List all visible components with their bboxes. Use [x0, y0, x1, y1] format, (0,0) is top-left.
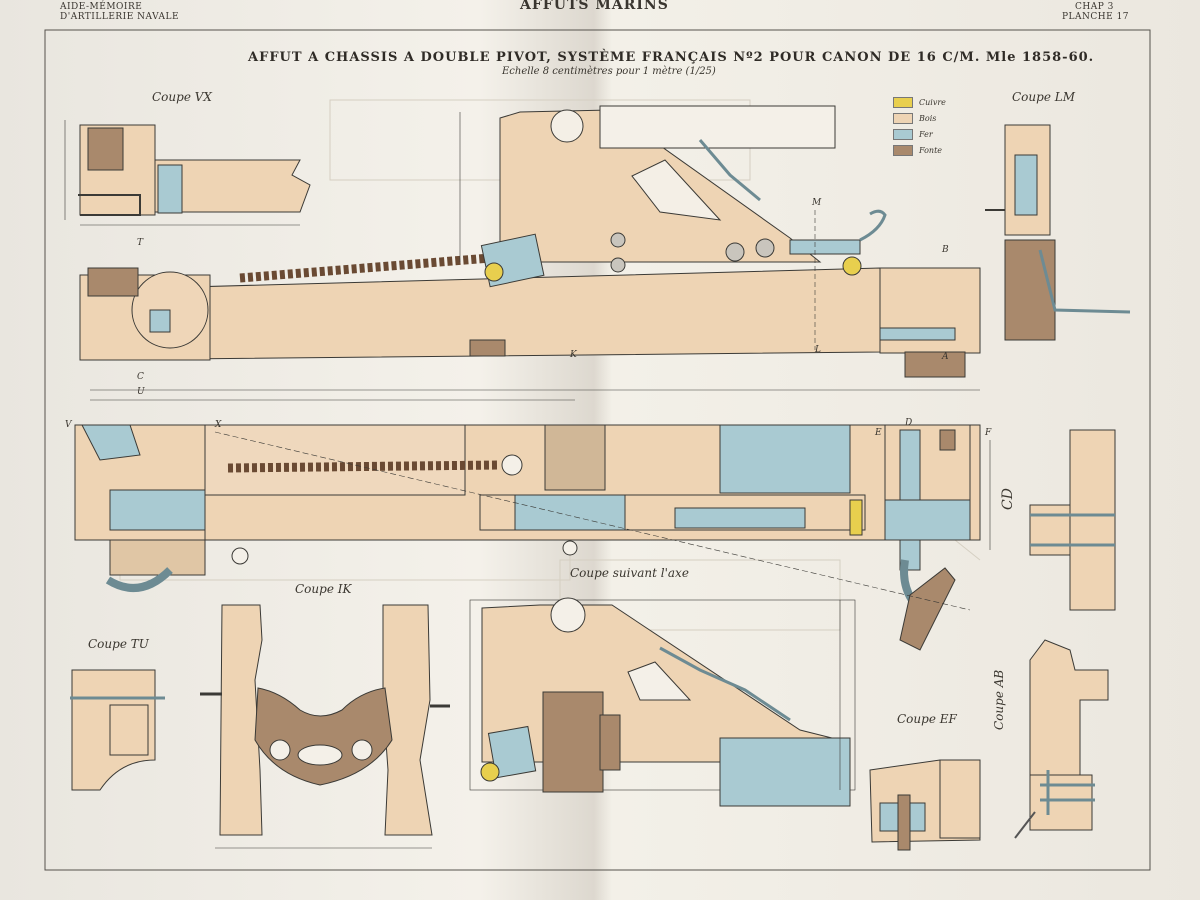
chapter-label: CHAP 3: [1075, 2, 1114, 12]
section-heading: AFFUTS MARINS: [520, 0, 669, 13]
label-coupe-ik: Coupe IK: [295, 582, 352, 596]
book-title-line2: D'ARTILLERIE NAVALE: [60, 12, 180, 22]
section-letter-u: U: [137, 387, 145, 397]
label-coupe-ab: Coupe AB: [992, 669, 1006, 730]
legend-label-fonte: Fonte: [919, 146, 943, 155]
book-title-line1: AIDE-MÉMOIRE: [60, 2, 143, 12]
coupe-ab-view: [1014, 639, 1109, 839]
coupe-vx-view: [64, 120, 311, 226]
plate-number: PLANCHE 17: [1062, 12, 1130, 22]
coupe-axe-view: [469, 597, 856, 807]
coupe-cd-view: [1029, 429, 1116, 611]
section-letter-c: C: [137, 372, 144, 382]
scale-note: Echelle 8 centimètres pour 1 mètre (1/25…: [502, 66, 716, 77]
section-letter-f: F: [985, 428, 992, 438]
label-coupe-cd: CD: [1000, 488, 1016, 510]
label-coupe-vx: Coupe VX: [152, 90, 212, 104]
legend-label-fer: Fer: [919, 130, 933, 139]
legend-swatch-fonte: [893, 145, 913, 156]
legend-item-fonte: Fonte: [893, 145, 942, 156]
plate-title: AFFUT A CHASSIS A DOUBLE PIVOT, SYSTÈME …: [248, 50, 1095, 65]
legend-swatch-bois: [893, 113, 913, 124]
section-letter-m: M: [812, 198, 822, 208]
coupe-ik-view: [200, 604, 450, 849]
legend-item-bois: Bois: [893, 113, 936, 124]
legend-item-cuivre: Cuivre: [893, 97, 946, 108]
section-letter-b: B: [942, 245, 949, 255]
legend-swatch-cuivre: [893, 97, 913, 108]
section-letter-v: V: [65, 420, 72, 430]
label-coupe-lm: Coupe LM: [1012, 90, 1075, 104]
section-letter-k: K: [570, 350, 577, 360]
coupe-lm-view: [985, 124, 1131, 341]
legend-item-fer: Fer: [893, 129, 933, 140]
section-letter-t: T: [137, 238, 144, 248]
coupe-ef-view: [869, 759, 981, 851]
section-letter-d: D: [905, 418, 913, 428]
coupe-tu-view: [70, 669, 165, 791]
section-letter-a: A: [942, 352, 949, 362]
legend-label-bois: Bois: [919, 114, 937, 123]
section-letter-x: X: [215, 420, 222, 430]
carriage-plan-view: [74, 424, 991, 651]
label-coupe-tu: Coupe TU: [88, 637, 149, 651]
label-coupe-axe: Coupe suivant l'axe: [570, 566, 689, 580]
carriage-elevation-view: [79, 105, 981, 401]
section-letter-l: L: [815, 345, 821, 355]
legend-swatch-fer: [893, 129, 913, 140]
label-coupe-ef: Coupe EF: [897, 712, 957, 726]
section-letter-e: E: [875, 428, 882, 438]
legend-label-cuivre: Cuivre: [919, 98, 946, 107]
